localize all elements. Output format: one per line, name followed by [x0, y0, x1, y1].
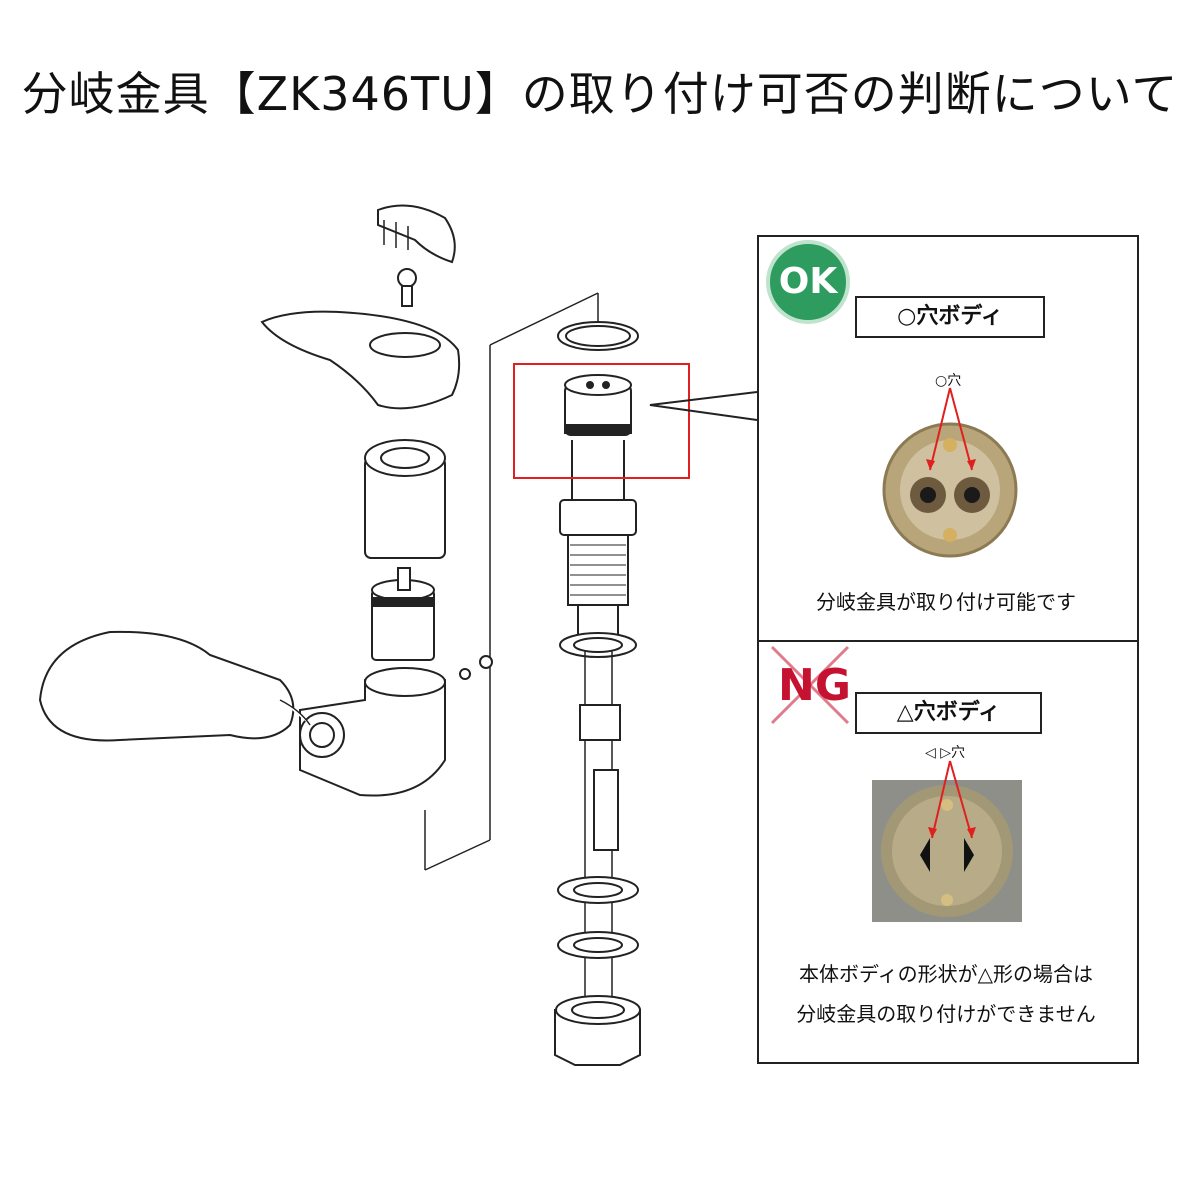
ok-hole-label: ○穴: [935, 373, 962, 389]
lever-handle: [260, 310, 461, 410]
ng-cross-icon: [770, 645, 850, 725]
shower-head: [38, 630, 295, 742]
ok-arrows: [926, 387, 976, 471]
ok-photo: [882, 422, 1018, 558]
ng-caption-line1: 本体ボディの形状が△形の場合は: [799, 962, 1093, 986]
ng-arrows: [928, 760, 976, 839]
ok-body-label: ○穴ボディ: [855, 296, 1045, 338]
page-title: 分岐金具【ZK346TU】の取り付け可否の判断について: [21, 67, 1179, 121]
ng-caption-line2: 分岐金具の取り付けができません: [796, 1002, 1096, 1026]
ng-hole-label: ◁ ▷穴: [925, 745, 965, 761]
ok-caption: 分岐金具が取り付け可能です: [816, 590, 1076, 614]
ng-body-label: △穴ボディ: [855, 692, 1042, 734]
ng-badge: NG: [778, 660, 851, 711]
ok-badge: OK: [766, 240, 850, 324]
threaded-shank: [567, 534, 629, 606]
ng-photo: [872, 780, 1022, 922]
highlight-box: [513, 363, 690, 479]
handle-cap: [377, 204, 456, 264]
